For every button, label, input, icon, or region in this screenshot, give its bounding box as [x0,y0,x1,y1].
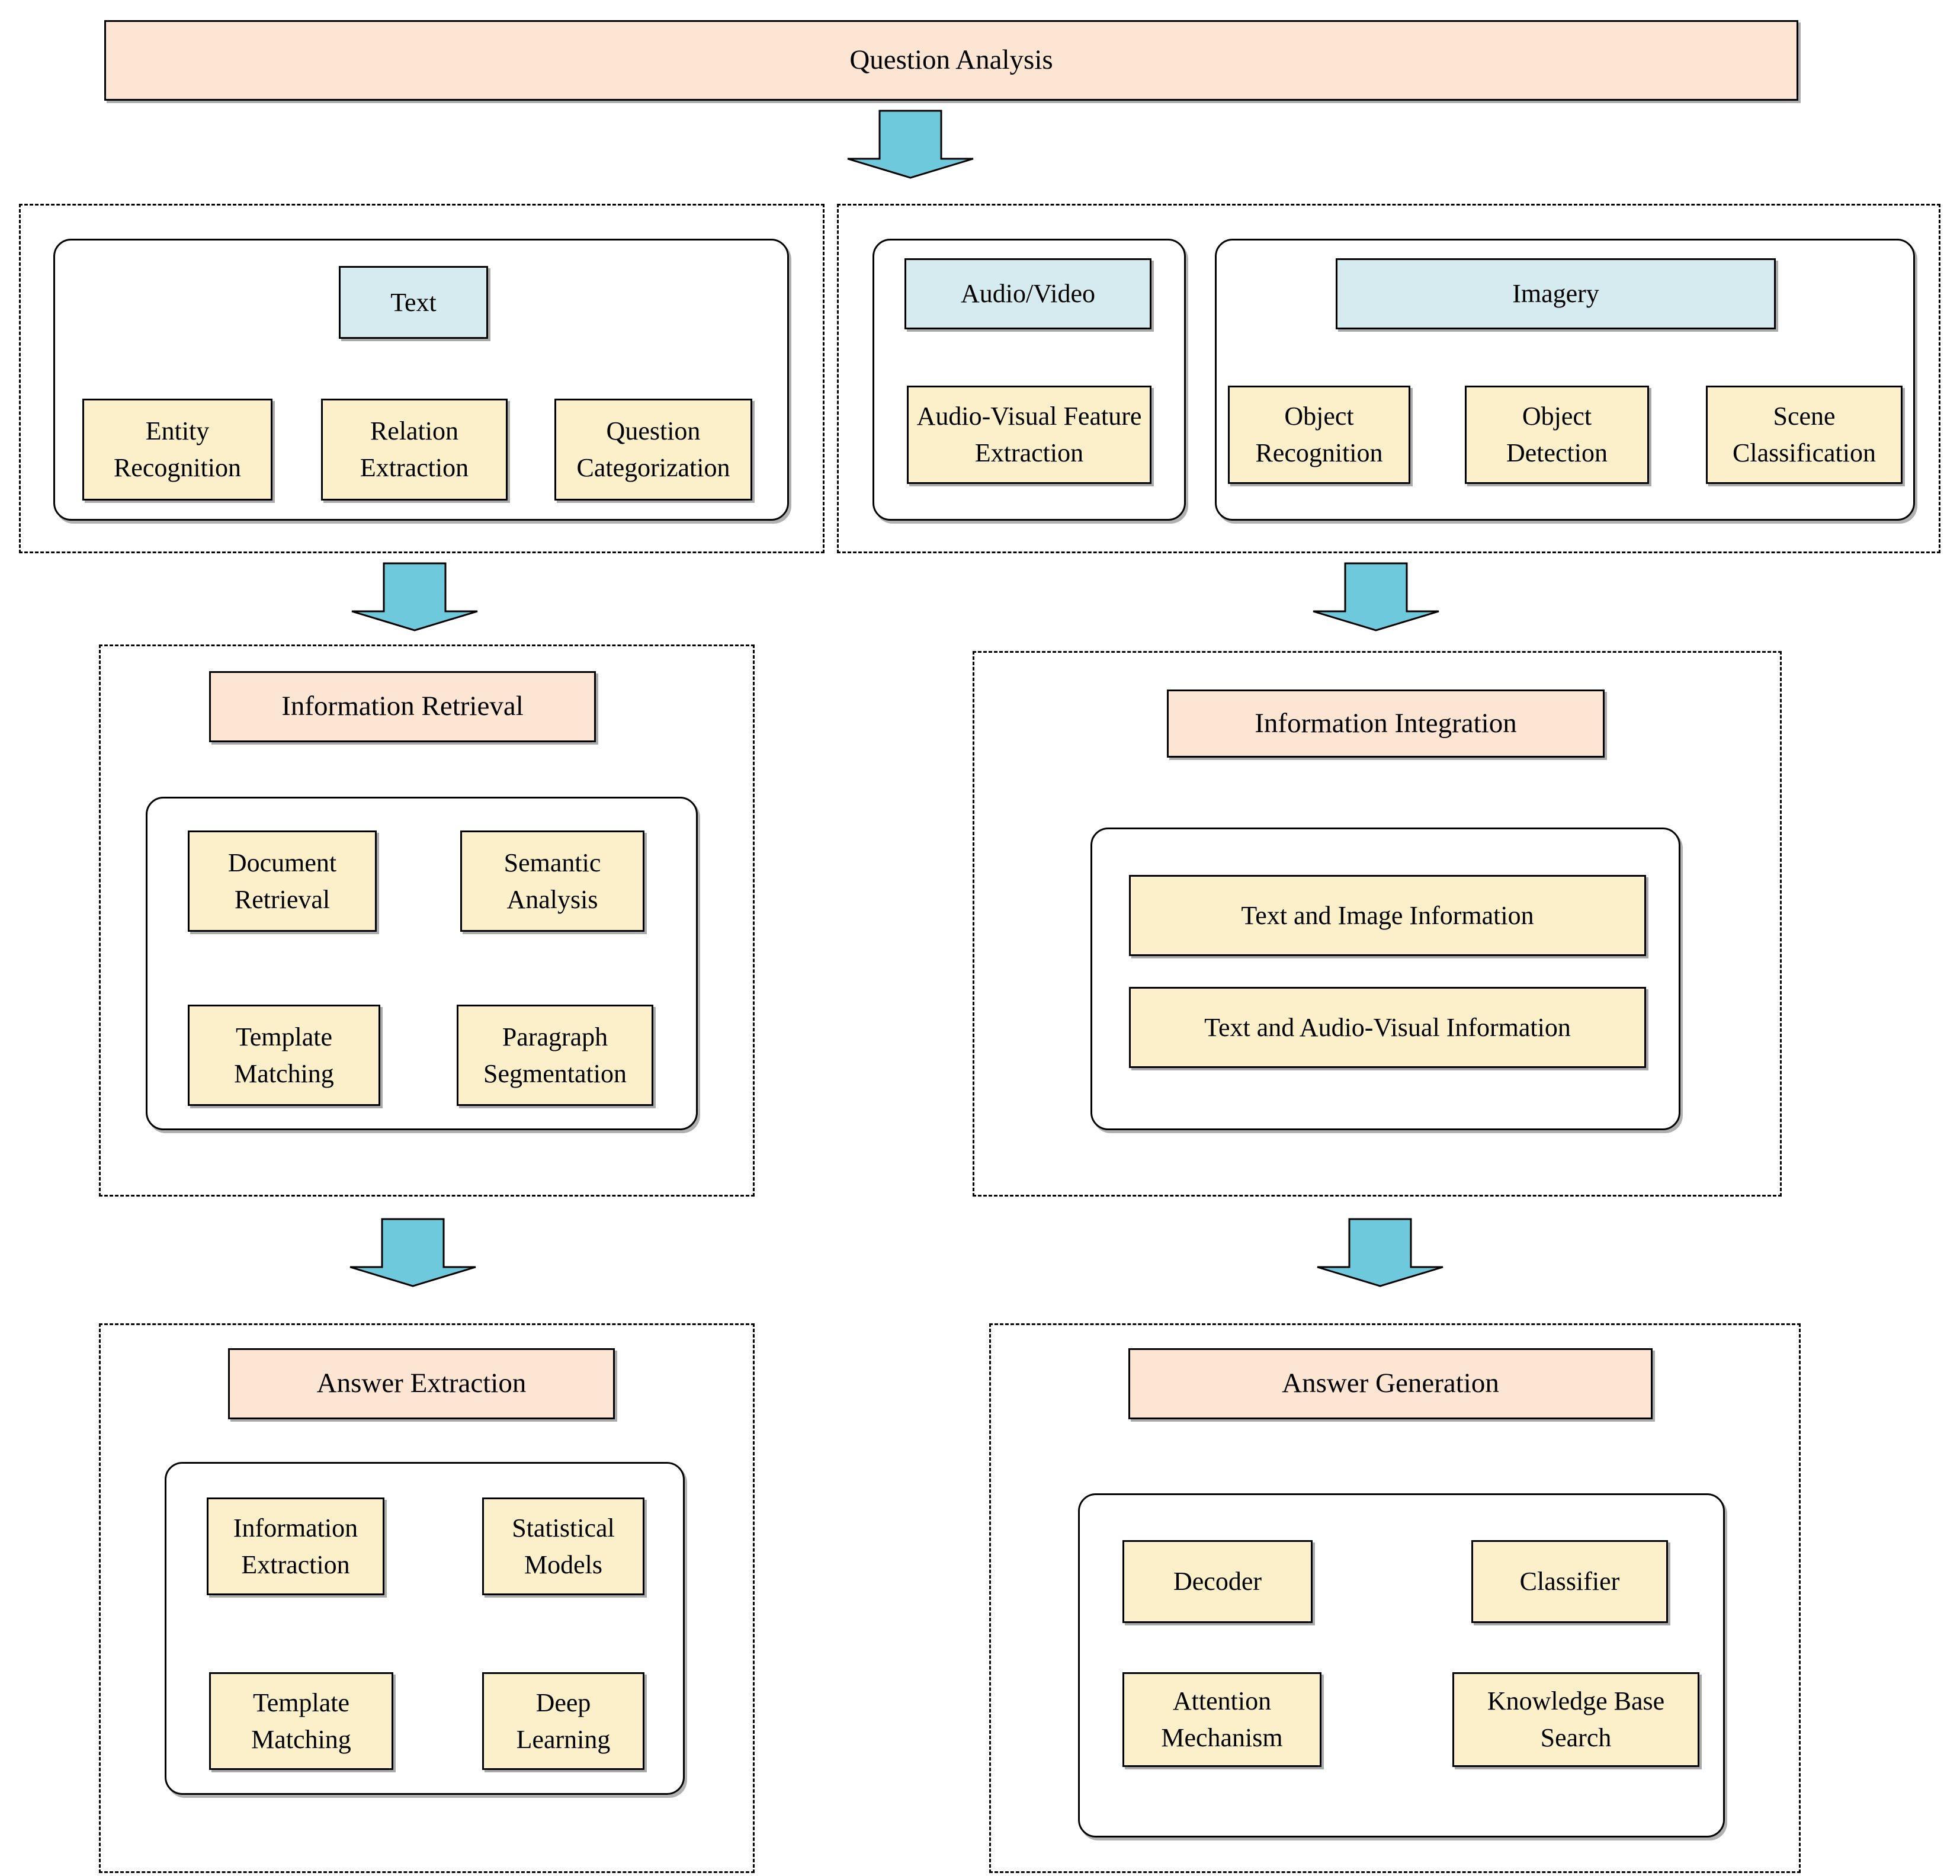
information-retrieval-title: Information Retrieval [281,691,524,722]
knowledge-base-search-label: Knowledge Base Search [1487,1686,1665,1752]
audio-video-header-label: Audio/Video [960,279,1096,309]
answer-generation-title-box: Answer Generation [1128,1348,1653,1419]
answer-generation-dashed-container [989,1323,1801,1873]
relation-extraction-box: Relation Extraction [321,399,508,501]
information-extraction-label: Information Extraction [233,1513,358,1579]
text-audio-visual-information-label: Text and Audio-Visual Information [1204,1012,1571,1042]
information-extraction-box: Information Extraction [207,1497,384,1595]
entity-recognition-label: Entity Recognition [113,416,242,482]
answer-generation-title: Answer Generation [1282,1368,1499,1399]
information-retrieval-title-box: Information Retrieval [209,671,596,742]
answer-extraction-title-box: Answer Extraction [228,1348,615,1419]
down-arrow-icon [1313,562,1439,631]
scene-classification-box: Scene Classification [1706,386,1903,484]
statistical-models-box: Statistical Models [482,1497,644,1595]
deep-learning-label: Deep Learning [516,1688,611,1754]
knowledge-base-search-box: Knowledge Base Search [1452,1672,1699,1767]
object-detection-box: Object Detection [1465,386,1649,484]
entity-recognition-box: Entity Recognition [82,399,272,501]
attention-mechanism-label: Attention Mechanism [1161,1686,1283,1752]
down-arrow-icon [1317,1218,1443,1287]
text-audio-visual-information-box: Text and Audio-Visual Information [1129,987,1646,1068]
template-matching-extraction-box: Template Matching [209,1672,393,1770]
text-modality-dashed-container [19,204,825,553]
audio-video-header-box: Audio/Video [904,258,1151,329]
down-arrow-icon [349,1218,476,1287]
information-integration-group [1090,828,1680,1130]
information-retrieval-dashed-container [99,644,755,1197]
text-image-information-box: Text and Image Information [1129,875,1646,956]
template-matching-label: Template Matching [234,1022,334,1088]
object-recognition-label: Object Recognition [1255,402,1383,467]
paragraph-segmentation-label: Paragraph Segmentation [483,1022,627,1088]
classifier-label: Classifier [1519,1567,1620,1596]
classifier-box: Classifier [1471,1540,1668,1623]
scene-classification-label: Scene Classification [1733,402,1876,467]
audio-visual-feature-extraction-label: Audio-Visual Feature Extraction [916,402,1142,467]
question-analysis-box: Question Analysis [104,20,1798,101]
down-arrow-icon [847,110,974,179]
relation-extraction-label: Relation Extraction [360,416,469,482]
statistical-models-label: Statistical Models [512,1513,615,1579]
av-imagery-dashed-container [837,204,1940,553]
text-image-information-label: Text and Image Information [1241,900,1534,930]
information-integration-title: Information Integration [1255,707,1517,739]
paragraph-segmentation-box: Paragraph Segmentation [457,1005,653,1106]
question-analysis-label: Question Analysis [849,44,1053,76]
attention-mechanism-box: Attention Mechanism [1122,1672,1321,1767]
text-header-label: Text [390,287,437,317]
audio-visual-feature-extraction-box: Audio-Visual Feature Extraction [907,386,1151,484]
question-categorization-label: Question Categorization [576,416,730,482]
template-matching-box: Template Matching [188,1005,380,1106]
document-retrieval-label: Document Retrieval [227,848,337,914]
information-integration-title-box: Information Integration [1167,690,1605,758]
answer-extraction-dashed-container [99,1323,755,1873]
document-retrieval-box: Document Retrieval [188,830,377,932]
down-arrow-icon [351,562,478,631]
imagery-header-label: Imagery [1512,279,1599,309]
answer-extraction-title: Answer Extraction [316,1368,527,1399]
decoder-label: Decoder [1173,1567,1262,1596]
object-detection-label: Object Detection [1506,402,1608,467]
semantic-analysis-label: Semantic Analysis [503,848,601,914]
information-integration-dashed-container [973,651,1782,1197]
question-categorization-box: Question Categorization [554,399,752,501]
template-matching-extraction-label: Template Matching [251,1688,351,1754]
object-recognition-box: Object Recognition [1228,386,1410,484]
text-header-box: Text [339,266,488,339]
semantic-analysis-box: Semantic Analysis [460,830,644,932]
decoder-box: Decoder [1122,1540,1313,1623]
deep-learning-box: Deep Learning [482,1672,644,1770]
imagery-header-box: Imagery [1336,258,1776,329]
